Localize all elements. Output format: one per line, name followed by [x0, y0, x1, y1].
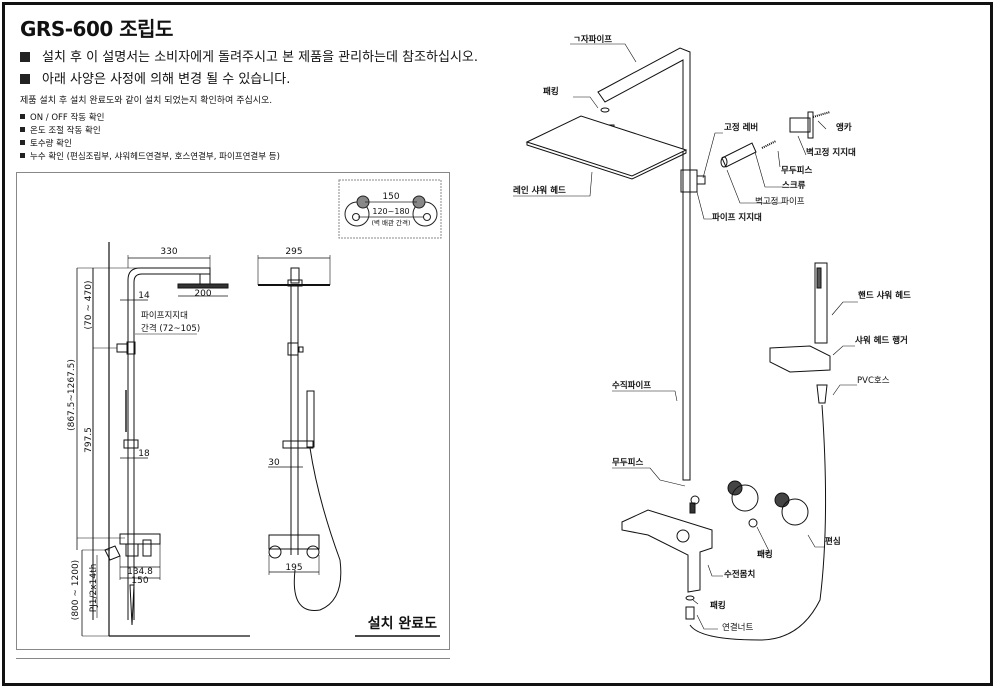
bullet-icon [20, 140, 25, 145]
bullet-icon [20, 114, 25, 119]
exploded-view-labels: ㄱ자파이프 패킹 레인 샤워 헤드 고정 레버 앵카 벽고정 지지대 무두피스 … [513, 34, 911, 633]
dim-867-1267: (867.5~1267.5) [67, 359, 77, 431]
label-hand-shower-head: 핸드 샤워 헤드 [858, 290, 911, 301]
checklist-text: 토수량 확인 [30, 139, 72, 149]
label-shower-head-hanger: 샤워 헤드 행거 [855, 335, 908, 346]
label-packing-mid: 패킹 [757, 549, 773, 560]
thread-spec: PJ1/2x14th [89, 564, 99, 613]
label-wall-bracket: 벽고정 지지대 [806, 147, 856, 158]
label-rain-shower-head: 레인 샤워 헤드 [513, 185, 566, 196]
inset-caption: (벽 배관 간격) [371, 218, 410, 227]
dim-800-1200: (800 ~ 1200) [71, 560, 81, 620]
dim-295: 295 [285, 247, 302, 257]
checklist-text: ON / OFF 작동 확인 [30, 113, 105, 123]
bullet-square-icon [20, 74, 30, 84]
inset-spacing-diagram: 150 120~180 (벽 배관 간격) [338, 179, 442, 239]
dim-14: 14 [138, 291, 150, 301]
label-screw: 스크류 [782, 181, 806, 191]
label-faucet-body: 수전몸치 [724, 569, 755, 580]
label-pipe-bracket: 파이프 지지대 [712, 212, 762, 223]
label-vertical-pipe: 수직파이프 [612, 380, 651, 391]
dim-134-8: 134.8 [127, 567, 153, 577]
label-l-pipe: ㄱ자파이프 [573, 34, 612, 45]
page-title: GRS-600 조립도 [20, 17, 173, 41]
dim-120-180: 120~180 [372, 207, 409, 216]
label-wall-pipe: 벽고정 파이프 [755, 196, 805, 207]
exploded-view-drawing [513, 43, 858, 641]
dim-70-470: (70 ~ 470) [84, 281, 94, 330]
label-eccentric: 편심 [825, 536, 841, 547]
side-view-dimensions: 330 200 14 파이프지지대 간격 (72~105) 18 134.8 1… [67, 247, 212, 620]
note-text: 아래 사양은 사정에 의해 변경 될 수 있습니다. [42, 72, 291, 87]
front-view-drawing [257, 255, 440, 637]
inset-frame [338, 179, 442, 239]
instruction: 제품 설치 후 설치 완료도와 같이 설치 되었는지 확인하여 주십시오. [20, 96, 273, 106]
dim-150: 150 [382, 192, 399, 202]
label-anchor: 앵카 [836, 122, 852, 133]
label-connection-nut: 연결너트 [722, 622, 753, 633]
checklist-item: 토수량 확인 [20, 137, 72, 149]
label-set-screw: 무두피스 [781, 165, 812, 176]
dim-195: 195 [285, 563, 302, 573]
bracket-label: 파이프지지대 [141, 310, 188, 321]
dim-30: 30 [268, 458, 280, 468]
dim-150: 150 [131, 576, 148, 586]
label-packing-bottom: 패킹 [710, 600, 726, 611]
label-pvc-hose: PVC호스 [857, 376, 890, 386]
side-view-drawing [76, 242, 250, 637]
dim-18: 18 [138, 449, 150, 459]
installation-panel [16, 172, 450, 650]
installation-caption: 설치 완료도 [368, 616, 437, 632]
bullet-square-icon [20, 52, 30, 62]
bullet-icon [20, 127, 25, 132]
note-1: 설치 후 이 설명서는 소비자에게 돌려주시고 본 제품을 관리하는데 참조하십… [20, 46, 478, 65]
checklist-text: 온도 조절 작동 확인 [30, 126, 101, 136]
label-fixing-lever: 고정 레버 [724, 122, 758, 133]
divider [16, 658, 450, 659]
note-text: 설치 후 이 설명서는 소비자에게 돌려주시고 본 제품을 관리하는데 참조하십… [42, 50, 479, 65]
bullet-icon [20, 153, 25, 158]
checklist-item: ON / OFF 작동 확인 [20, 111, 104, 123]
checklist-item: 온도 조절 작동 확인 [20, 124, 101, 136]
label-packing-top: 패킹 [543, 86, 559, 97]
dim-797-5: 797.5 [84, 427, 94, 453]
front-view-dimensions: 295 30 195 설치 완료도 [268, 247, 437, 632]
note-2: 아래 사양은 사정에 의해 변경 될 수 있습니다. [20, 68, 290, 87]
checklist-item: 누수 확인 (편심조립부, 샤워헤드연결부, 호스연결부, 파이프연결부 등) [20, 150, 280, 162]
dim-330: 330 [160, 247, 177, 257]
dim-200: 200 [194, 289, 211, 299]
bracket-spacing-label: 간격 (72~105) [141, 323, 200, 334]
checklist-text: 누수 확인 (편심조립부, 샤워헤드연결부, 호스연결부, 파이프연결부 등) [30, 152, 280, 162]
label-set-screw-2: 무두피스 [612, 457, 643, 468]
